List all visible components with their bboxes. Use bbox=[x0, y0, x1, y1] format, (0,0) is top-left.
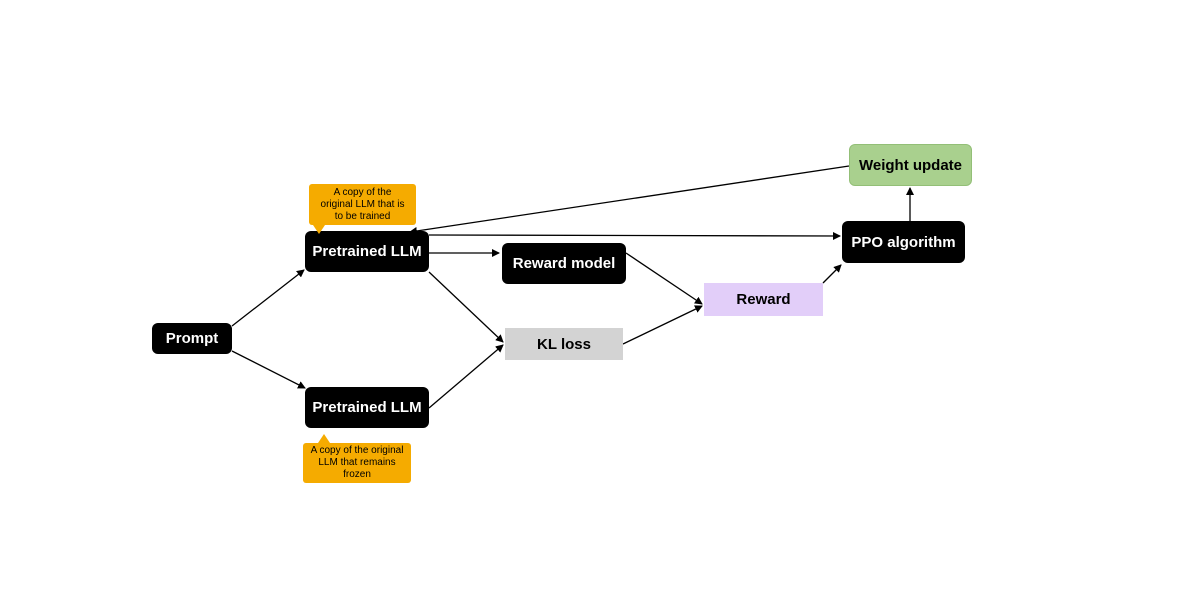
edge-prompt-to-pretrained-bottom bbox=[231, 350, 306, 389]
edge-reward-model-to-reward bbox=[625, 252, 703, 305]
edge-pretrained-bottom-to-kl-loss bbox=[428, 344, 504, 409]
reward-model-node: Reward model bbox=[502, 243, 626, 284]
callout-frozen-copy-pointer bbox=[318, 434, 330, 443]
ppo-algorithm-label: PPO algorithm bbox=[851, 233, 956, 251]
callout-trained-copy: A copy of the original LLM that is to be… bbox=[309, 184, 416, 225]
edge-prompt-to-pretrained-top bbox=[231, 269, 305, 327]
weight-update-label: Weight update bbox=[858, 156, 963, 174]
edge-pretrained-top-to-ppo bbox=[428, 231, 841, 240]
pretrained-llm-bottom-label: Pretrained LLM bbox=[312, 399, 422, 416]
reward-model-label: Reward model bbox=[512, 255, 616, 272]
pretrained-llm-bottom-node: Pretrained LLM bbox=[305, 387, 429, 428]
edge-reward-to-ppo bbox=[822, 264, 842, 284]
edge-weight-update-to-pretrained-top bbox=[409, 165, 850, 235]
reward-node: Reward bbox=[704, 283, 823, 316]
edge-pretrained-top-to-kl-loss bbox=[428, 271, 504, 343]
prompt-node: Prompt bbox=[152, 323, 232, 354]
prompt-label: Prompt bbox=[165, 330, 219, 347]
ppo-algorithm-node: PPO algorithm bbox=[842, 221, 965, 263]
edge-kl-loss-to-reward bbox=[622, 305, 703, 345]
kl-loss-label: KL loss bbox=[537, 335, 591, 353]
kl-loss-node: KL loss bbox=[505, 328, 623, 360]
weight-update-node: Weight update bbox=[849, 144, 972, 186]
pretrained-llm-top-label: Pretrained LLM bbox=[312, 243, 422, 260]
callout-trained-copy-pointer bbox=[313, 225, 325, 234]
callout-frozen-copy: A copy of the original LLM that remains … bbox=[303, 443, 411, 483]
callout-trained-copy-text: A copy of the original LLM that is to be… bbox=[320, 186, 405, 222]
pretrained-llm-top-node: Pretrained LLM bbox=[305, 231, 429, 272]
reward-label: Reward bbox=[736, 291, 791, 308]
callout-frozen-copy-text: A copy of the original LLM that remains … bbox=[310, 445, 404, 480]
